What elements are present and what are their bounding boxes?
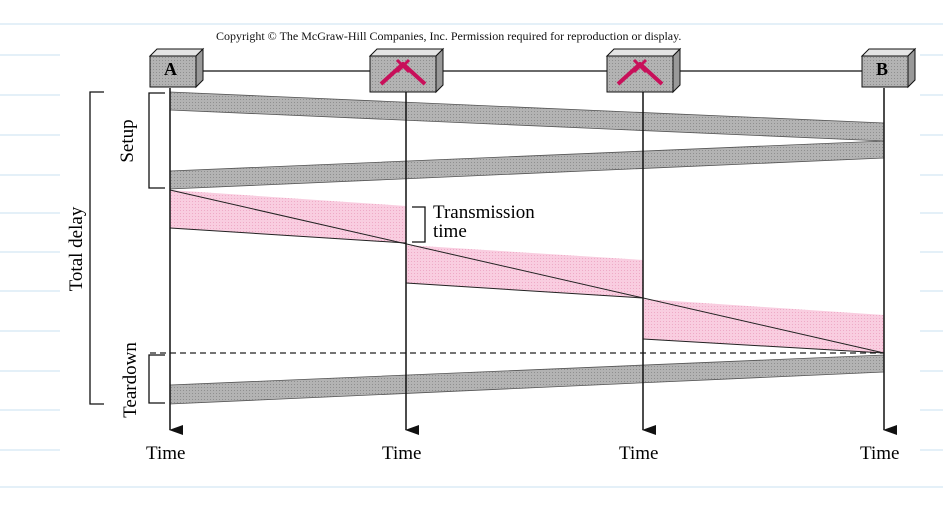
time-label-a: Time — [146, 443, 186, 464]
time-label-switch-2: Time — [619, 443, 659, 464]
total-delay-bracket — [89, 91, 104, 405]
setup-request-band — [169, 91, 885, 142]
transmission-edges — [169, 189, 885, 354]
setup-bracket — [148, 92, 165, 189]
time-label-b: Time — [860, 443, 900, 464]
time-label-switch-1: Time — [382, 443, 422, 464]
setup-label: Setup — [117, 119, 138, 163]
page-rules — [0, 23, 943, 488]
node-a-box — [148, 47, 205, 89]
node-b-box — [860, 47, 917, 89]
switch-icon — [605, 47, 682, 94]
transmission-label-line1: Transmission — [433, 202, 535, 223]
total-delay-label: Total delay — [66, 206, 87, 292]
transmission-time-bracket — [412, 206, 426, 243]
transmission-label-line2: time — [433, 221, 467, 242]
teardown-band — [169, 354, 885, 405]
switch-icon — [368, 47, 445, 94]
transmission-time-label: Transmission time — [433, 203, 535, 241]
node-b-label: B — [876, 59, 889, 79]
teardown-bracket — [148, 354, 165, 404]
teardown-label: Teardown — [120, 342, 141, 418]
node-a-label: A — [164, 59, 177, 79]
setup-ack-band — [169, 140, 885, 190]
copyright-notice: Copyright © The McGraw-Hill Companies, I… — [216, 29, 682, 43]
